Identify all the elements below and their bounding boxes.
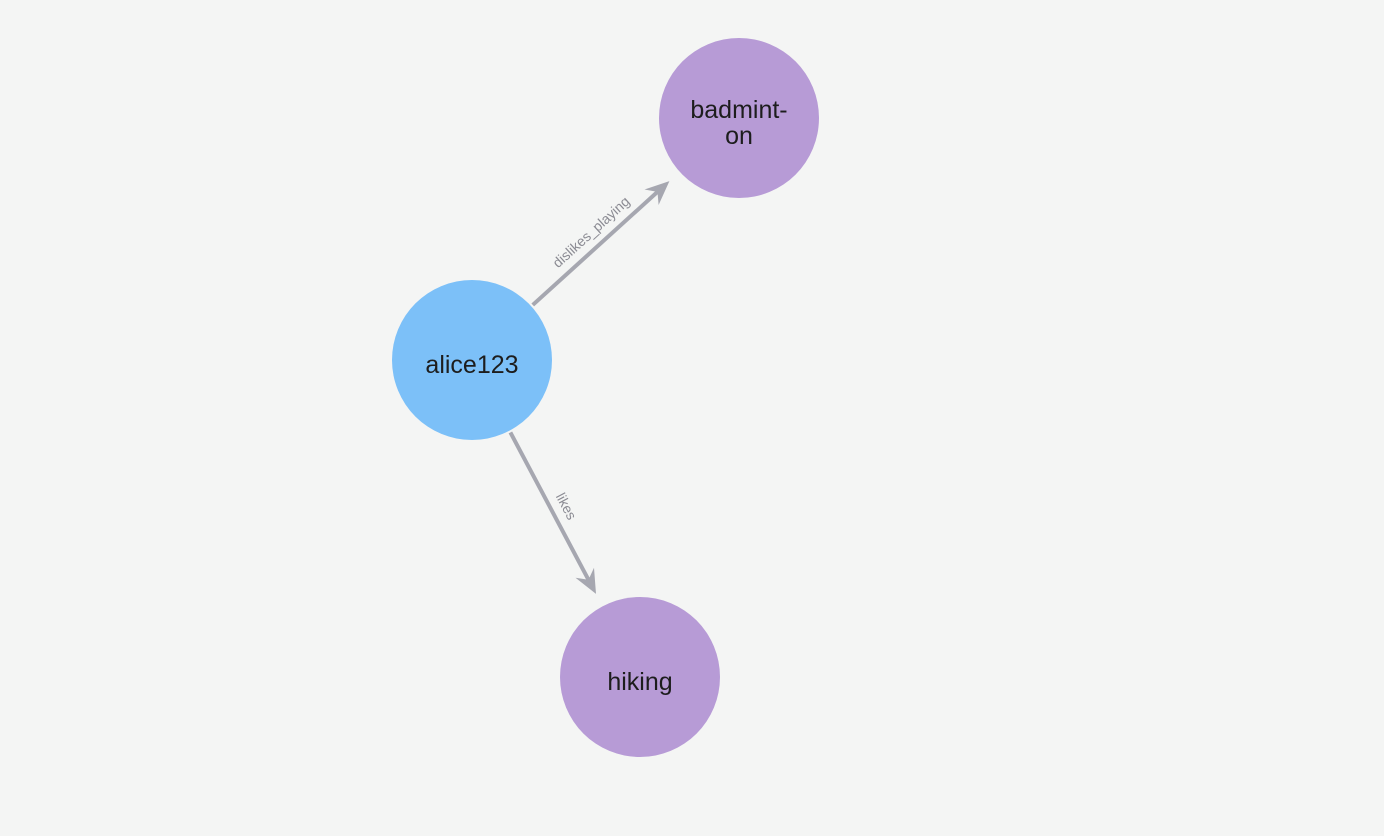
node-circle[interactable] — [560, 597, 720, 757]
node-circle[interactable] — [392, 280, 552, 440]
edge-line[interactable] — [531, 189, 661, 307]
edge-dislikes_playing[interactable]: dislikes_playing — [531, 181, 670, 307]
edge-label[interactable]: dislikes_playing — [549, 193, 632, 271]
edge-line[interactable] — [508, 431, 592, 583]
edge-likes[interactable]: likes — [508, 431, 596, 594]
arrowhead-icon — [575, 567, 596, 594]
node-hiking[interactable]: hiking — [560, 597, 720, 757]
node-alice123[interactable]: alice123 — [392, 280, 552, 440]
node-badminton[interactable]: badmint-on — [659, 38, 819, 198]
node-circle[interactable] — [659, 38, 819, 198]
arrowhead-icon — [644, 181, 670, 205]
